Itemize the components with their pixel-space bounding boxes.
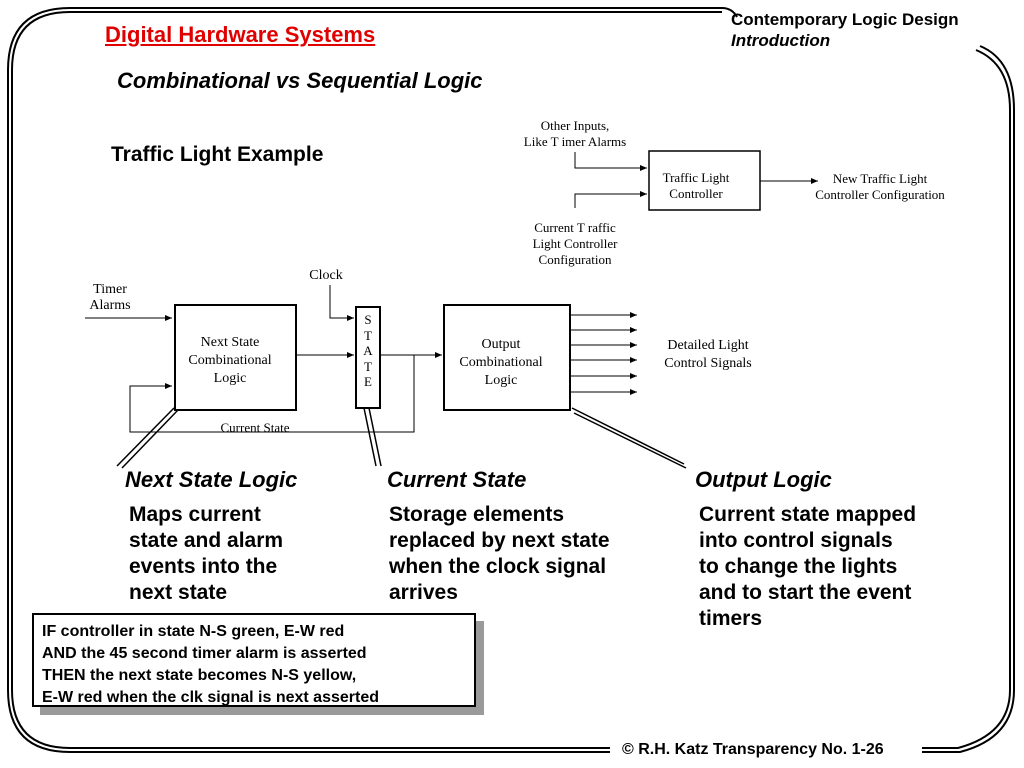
output-logic-title: Output Logic (695, 467, 832, 492)
current-state-feedback-label: Current State (220, 420, 290, 435)
footer-copyright: © R.H. Katz Transparency No. 1-26 (618, 741, 888, 759)
section-title: Traffic Light Example (111, 143, 324, 166)
detailed-signals-label: Detailed Light Control Signals (664, 338, 752, 371)
slide-subtitle: Combinational vs Sequential Logic (117, 68, 483, 93)
next-state-logic-title: Next State Logic (125, 467, 298, 492)
next-state-logic-description: Maps current state and alarm events into… (129, 503, 284, 604)
chapter-label: Introduction (731, 31, 831, 50)
course-title: Digital Hardware Systems (105, 22, 376, 47)
next-state-logic-label: Next State Combinational Logic (188, 335, 272, 386)
example-box: IF controller in state N-S green, E-W re… (32, 613, 476, 707)
current-configuration-label: Current T raffic Light Controller Config… (532, 220, 618, 267)
book-title: Contemporary Logic Design (731, 10, 959, 29)
output-logic-label: Output Combinational Logic (459, 337, 543, 388)
timer-alarms-label: Timer Alarms (89, 282, 131, 313)
other-inputs-label: Other Inputs, Like T imer Alarms (523, 118, 627, 149)
state-register-label: S T A T E (363, 312, 373, 389)
current-state-description: Storage elements replaced by next state … (389, 503, 610, 604)
current-state-title: Current State (387, 467, 527, 492)
controller-label: Traffic Light Controller (662, 170, 730, 201)
output-logic-box (443, 304, 571, 411)
clock-label: Clock (309, 268, 343, 283)
state-register-box (355, 306, 381, 409)
new-configuration-label: New Traffic Light Controller Configurati… (815, 171, 945, 202)
output-logic-description: Current state mapped into control signal… (699, 503, 917, 630)
next-state-box (174, 304, 297, 411)
